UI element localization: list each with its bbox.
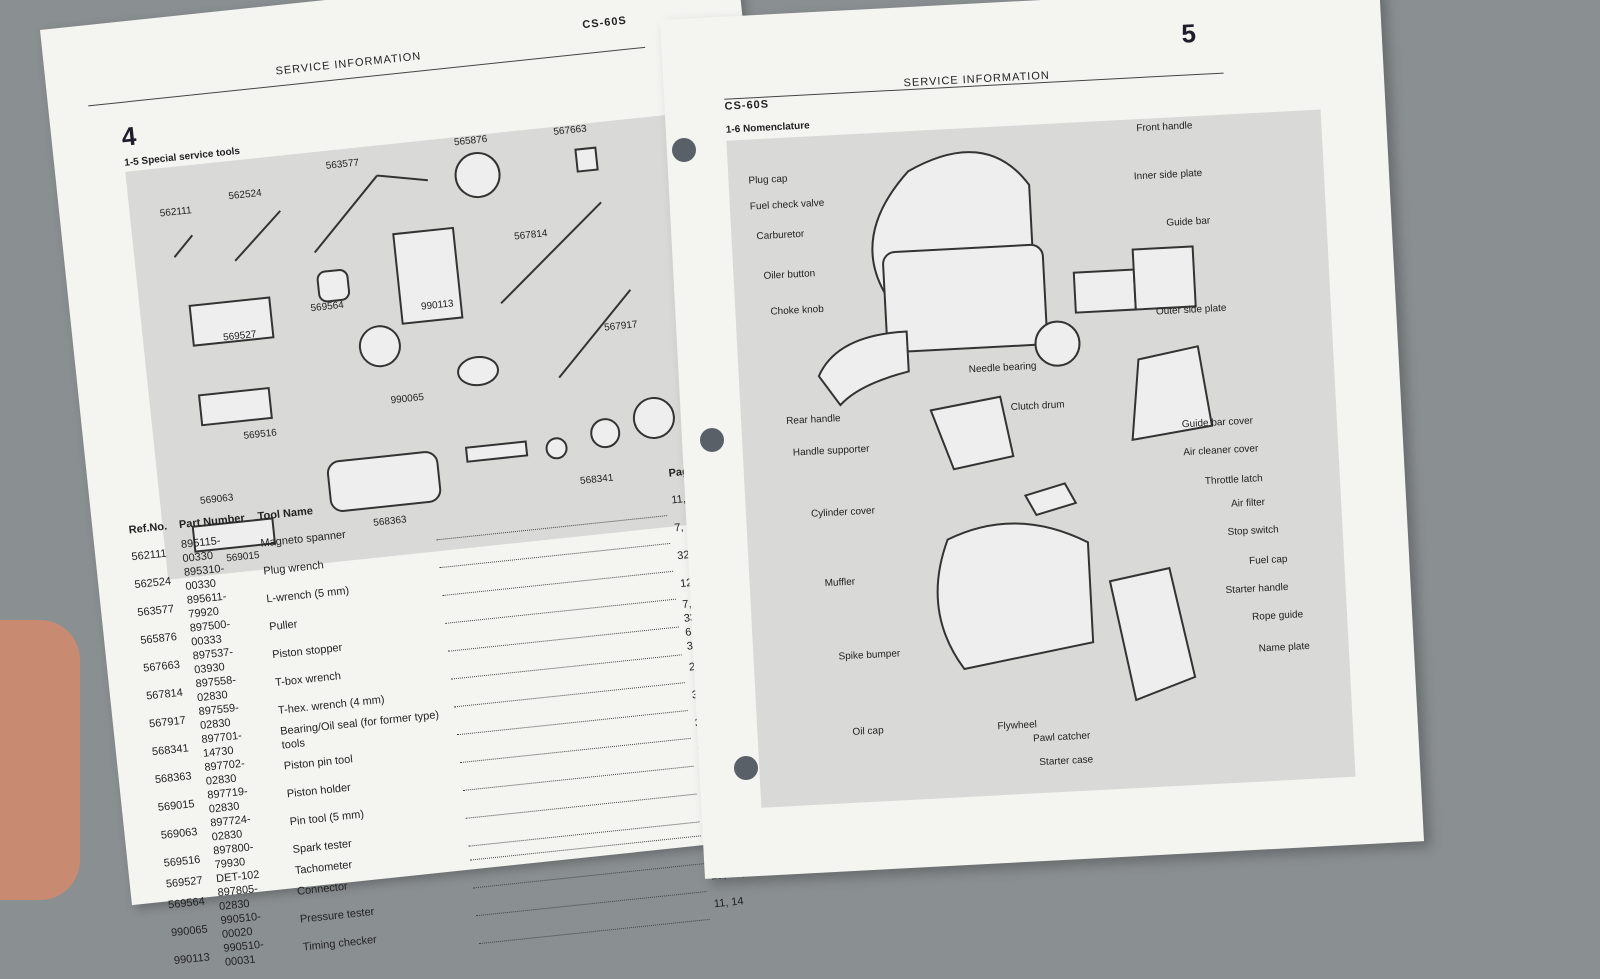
holding-thumb bbox=[0, 620, 80, 900]
tool-drawing bbox=[197, 386, 273, 427]
rear-handle-drawing bbox=[817, 330, 910, 407]
tool-drawing bbox=[500, 201, 602, 305]
callout-label: Guide bar bbox=[1166, 215, 1211, 229]
tool-drawing bbox=[590, 418, 621, 449]
tool-drawing bbox=[326, 451, 442, 512]
tool-drawing bbox=[392, 226, 464, 325]
binder-hole bbox=[672, 138, 696, 162]
chainsaw-illustration bbox=[817, 151, 1214, 702]
tools-illustration bbox=[173, 146, 675, 553]
callout-label: Muffler bbox=[824, 576, 856, 590]
left-manual-page: SERVICE INFORMATION CS-60S 4 1-5 Special… bbox=[40, 0, 829, 969]
tool-drawing bbox=[464, 440, 529, 463]
chainsaw-lower-drawing bbox=[936, 522, 1095, 671]
tool-drawing bbox=[191, 517, 277, 553]
callout-label: Oil cap bbox=[852, 725, 884, 738]
starter-case-drawing bbox=[1108, 566, 1197, 702]
right-page-model: CS-60S bbox=[724, 98, 770, 113]
inner-plate-drawing bbox=[1072, 268, 1137, 314]
tool-drawing bbox=[188, 296, 275, 347]
left-callout-labels bbox=[660, 0, 1379, 20]
bottom-callout-labels bbox=[660, 0, 1379, 20]
tool-drawing bbox=[574, 146, 599, 173]
right-manual-page: 5 SERVICE INFORMATION CS-60S 1-6 Nomencl… bbox=[660, 0, 1425, 879]
right-callout-labels bbox=[660, 0, 1379, 20]
tool-drawing bbox=[316, 269, 351, 303]
binder-hole bbox=[734, 756, 758, 780]
chainsaw-body-drawing bbox=[882, 243, 1048, 353]
tool-drawing bbox=[313, 174, 378, 254]
binder-hole bbox=[700, 428, 724, 452]
guide-bar-drawing bbox=[1131, 245, 1197, 311]
left-page-model: CS-60S bbox=[581, 14, 628, 32]
table-cell-ref: 990113 bbox=[173, 951, 211, 968]
tool-drawing bbox=[376, 174, 428, 182]
right-page-number: 5 bbox=[1180, 17, 1197, 49]
tool-drawing bbox=[457, 356, 499, 387]
tool-drawing bbox=[454, 152, 501, 199]
guide-bar-cover-drawing bbox=[1131, 345, 1214, 442]
callout-label: Flywheel bbox=[997, 719, 1038, 733]
tool-drawing bbox=[173, 234, 194, 258]
right-section-title: 1-6 Nomenclature bbox=[725, 120, 810, 136]
clutch-drum-drawing bbox=[1034, 320, 1081, 367]
callout-label: Fuel cap bbox=[1248, 553, 1288, 567]
nomenclature-figure bbox=[726, 109, 1356, 808]
cylinder-cover-drawing bbox=[929, 395, 1015, 471]
tool-drawing bbox=[545, 437, 568, 460]
callout-label: Plug cap bbox=[748, 173, 788, 187]
tool-drawing bbox=[358, 325, 401, 368]
tool-drawing bbox=[234, 210, 281, 262]
callout-label: Air filter bbox=[1230, 497, 1266, 510]
air-cleaner-cover-drawing bbox=[1023, 482, 1078, 517]
tool-drawing bbox=[632, 396, 675, 439]
left-page-number: 4 bbox=[120, 120, 138, 152]
tool-drawing bbox=[558, 289, 632, 379]
